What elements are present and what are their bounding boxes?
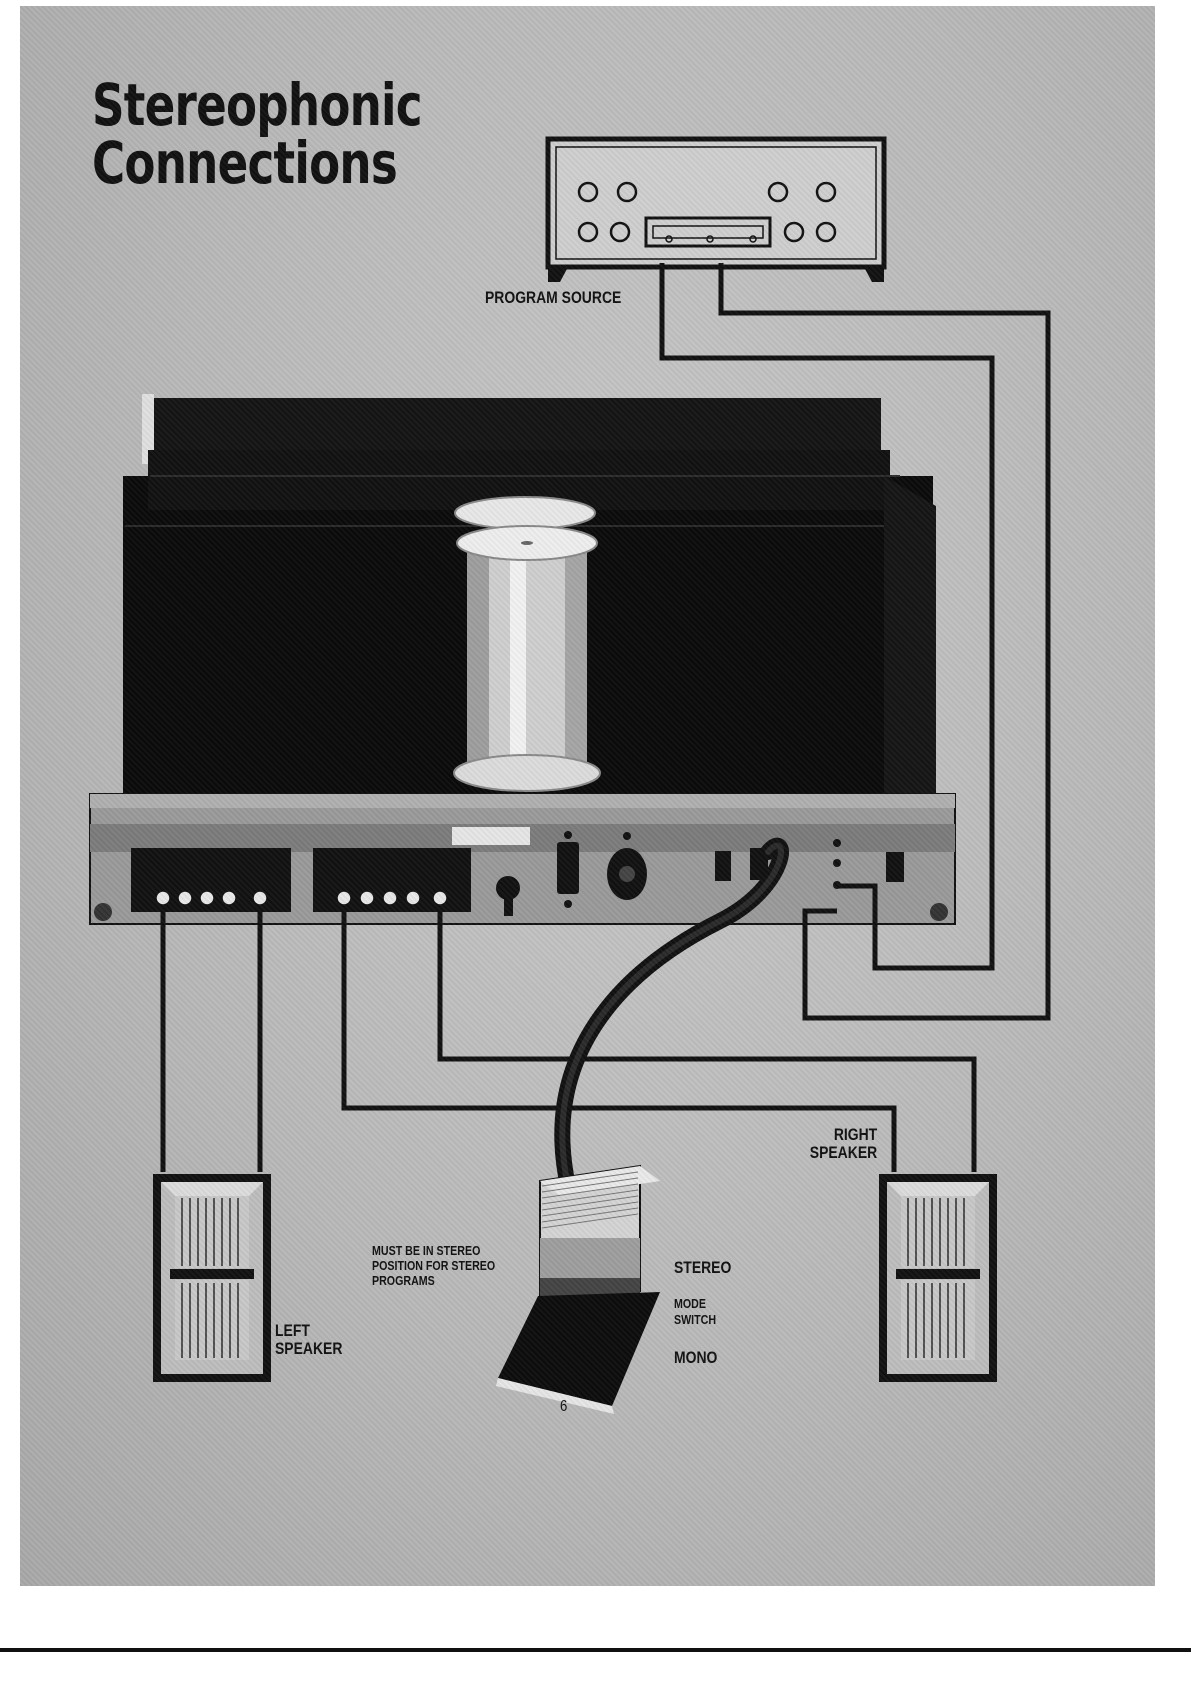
amplifier <box>89 394 956 925</box>
mono-label: MONO <box>674 1348 718 1367</box>
page-number: 6 <box>560 1398 568 1415</box>
switch-base <box>498 1292 660 1406</box>
mode-switch-label-line1: MODE <box>674 1296 706 1311</box>
right-speaker-label-line1: RIGHT <box>833 1125 877 1144</box>
illustration-plate: Stereophonic Connections PROGRAM SOURCE … <box>20 6 1155 1586</box>
wire-spool <box>453 496 601 792</box>
mode-switch-label-line2: SWITCH <box>674 1312 717 1327</box>
right-speaker-wire-a <box>341 912 897 1172</box>
right-speaker-wire-b <box>437 912 977 1172</box>
title-line-1: Stereophonic <box>92 71 423 139</box>
program-source-label: PROGRAM SOURCE <box>485 288 622 307</box>
mode-switch <box>496 1164 660 1414</box>
left-speaker-label-line1: LEFT <box>275 1321 310 1340</box>
left-speaker <box>153 1174 271 1382</box>
right-speaker-label-line2: SPEAKER <box>809 1143 877 1162</box>
page-rule <box>0 1648 1191 1652</box>
title-line-2: Connections <box>92 129 398 197</box>
stereo-position-note: MUST BE IN STEREO POSITION FOR STEREO PR… <box>372 1243 496 1288</box>
wiring <box>160 263 1051 1172</box>
left-speaker-label-line2: SPEAKER <box>275 1339 343 1358</box>
stereo-label: STEREO <box>674 1258 732 1277</box>
mode-switch-label: MODE SWITCH <box>674 1296 716 1328</box>
right-speaker <box>879 1174 997 1382</box>
connection-diagram <box>89 136 1051 1414</box>
source-cable-a <box>659 263 995 971</box>
source-cable-b <box>718 263 1051 1021</box>
tuning-dial <box>644 216 772 248</box>
left-speaker-label: LEFT SPEAKER <box>275 1322 342 1358</box>
page-title: Stereophonic Connections <box>92 71 423 197</box>
right-speaker-label: RIGHT SPEAKER <box>810 1126 877 1162</box>
program-source-unit <box>545 136 887 282</box>
